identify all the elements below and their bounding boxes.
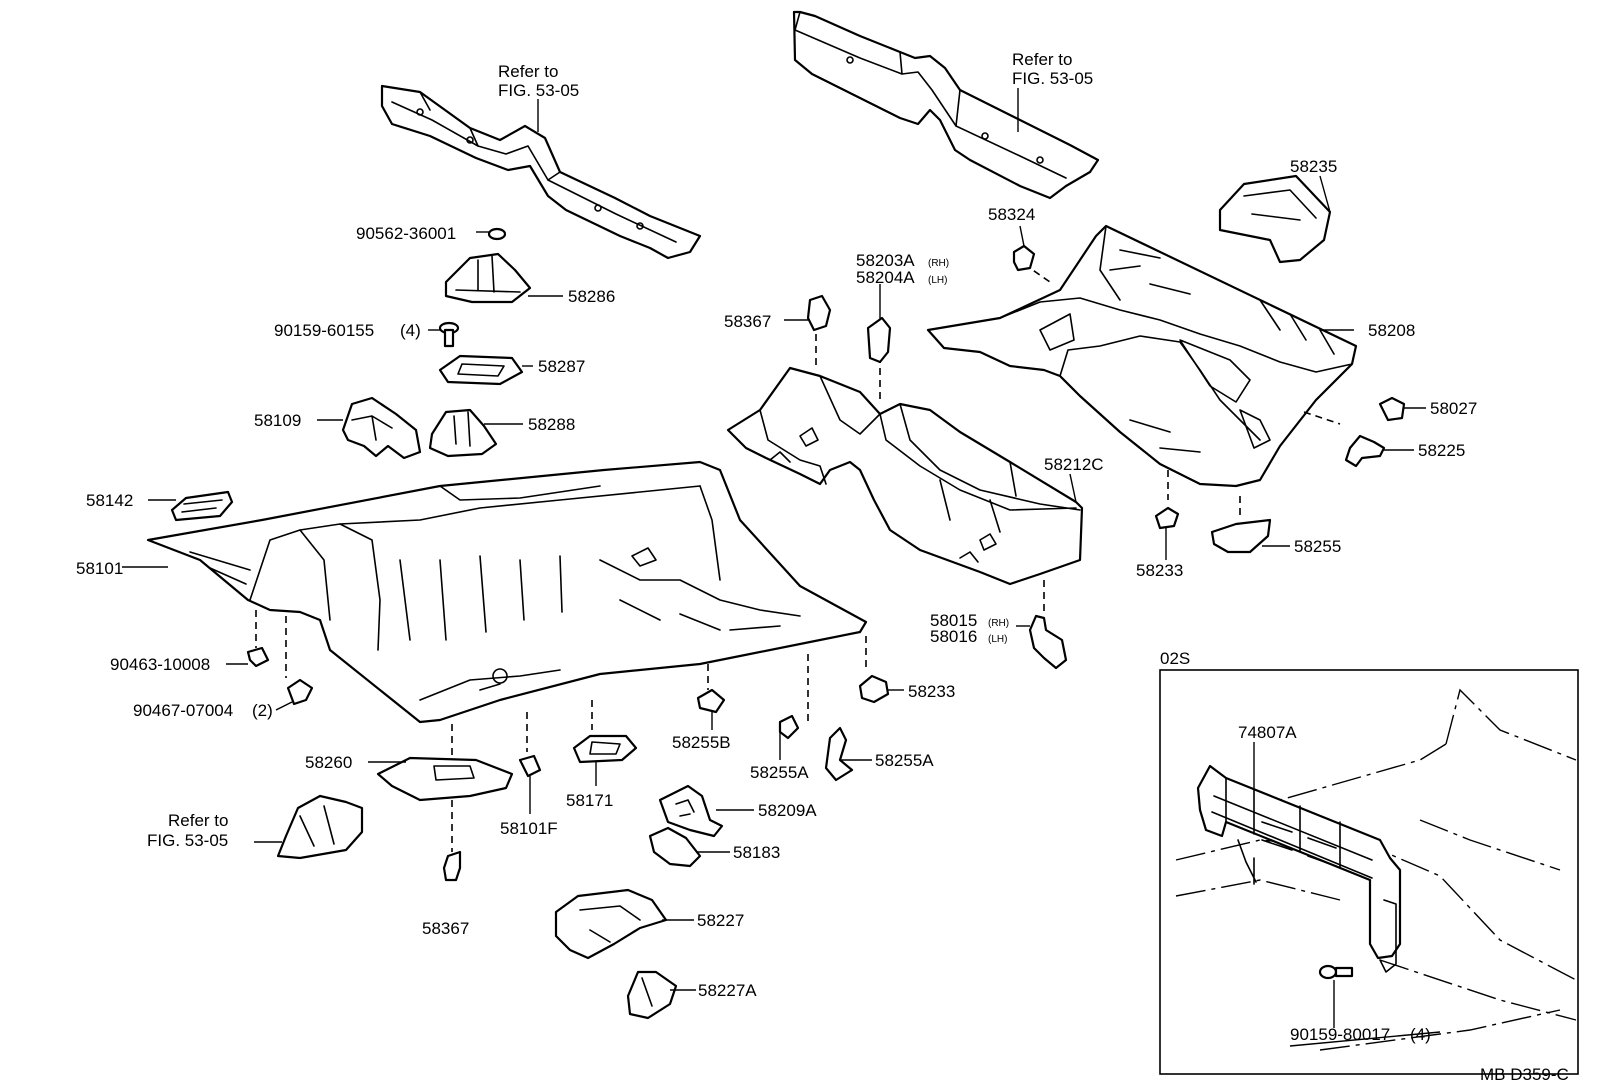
bracket-58142 <box>170 490 234 522</box>
part-label: 58255A <box>750 763 809 782</box>
clip-90467-07004 <box>286 678 314 706</box>
clip-58255A-left <box>778 714 800 740</box>
part-qty: (2) <box>252 701 273 720</box>
bracket-58255B <box>696 688 726 714</box>
part-label: 58286 <box>568 287 615 306</box>
clip-58233-rear <box>1154 506 1180 530</box>
part-label: 58109 <box>254 411 301 430</box>
part-label: 90159-80017 <box>1290 1025 1390 1044</box>
pad-58027 <box>1378 396 1406 422</box>
part-label: 58027 <box>1430 399 1477 418</box>
rear-floor-pan-58208 <box>926 224 1358 488</box>
part-label: 58233 <box>908 682 955 701</box>
part-qty: (RH) <box>928 258 949 269</box>
bracket-58109 <box>341 396 422 460</box>
bracket-58225 <box>1344 434 1386 468</box>
part-label: 58183 <box>733 843 780 862</box>
reference-label-top-left: Refer to FIG. 53-05 <box>498 62 579 100</box>
part-label: 58209A <box>758 801 817 820</box>
part-label: 58171 <box>566 791 613 810</box>
inset-label: 02S <box>1160 649 1190 668</box>
part-label: 90463-10008 <box>110 655 210 674</box>
shift-boot-58286 <box>444 252 532 304</box>
front-floor-pan-58101 <box>146 460 868 724</box>
crossmember-rear <box>792 10 1100 200</box>
part-qty: (LH) <box>988 634 1007 645</box>
bracket-58203A <box>866 316 892 364</box>
svg-text:Refer to: Refer to <box>498 62 558 81</box>
part-label: 58203A <box>856 251 915 270</box>
clip-90463-10008 <box>246 646 270 668</box>
crossmember-front <box>380 84 702 260</box>
inset-body-outline <box>1175 688 1577 1051</box>
shift-boot-58288 <box>428 408 498 458</box>
plate-58171 <box>572 734 638 764</box>
center-floor-pan-58212C <box>726 366 1084 586</box>
clip-58233-front <box>858 674 890 704</box>
inset-frame <box>1159 669 1579 1075</box>
part-qty: (LH) <box>928 275 947 286</box>
cover-58227A <box>626 970 678 1020</box>
reference-label-bottom-left: Refer to FIG. 53-05 <box>147 811 228 850</box>
part-label: 58142 <box>86 491 133 510</box>
cover-front <box>276 794 364 860</box>
part-qty: (4) <box>1410 1025 1431 1044</box>
part-label: 58367 <box>422 919 469 938</box>
bracket-58235 <box>1218 174 1332 264</box>
clip-58101F <box>518 754 542 778</box>
part-label: 58015 <box>930 611 977 630</box>
svg-text:FIG. 53-05: FIG. 53-05 <box>147 831 228 850</box>
part-label: 58233 <box>1136 561 1183 580</box>
plate-58287 <box>438 354 524 386</box>
svg-text:FIG. 53-05: FIG. 53-05 <box>498 81 579 100</box>
part-label: 90159-60155 <box>274 321 374 340</box>
part-label: 58225 <box>1418 441 1465 460</box>
diagram-code: MB D359-C <box>1480 1065 1569 1084</box>
svg-text:Refer to: Refer to <box>168 811 228 830</box>
part-label: 58255B <box>672 733 731 752</box>
part-label: 58212C <box>1044 455 1104 474</box>
part-label: 58255 <box>1294 537 1341 556</box>
part-label: 58208 <box>1368 321 1415 340</box>
part-label: 58101 <box>76 559 123 578</box>
tailgate-protector-74807A <box>1196 764 1402 973</box>
part-label: 58101F <box>500 819 558 838</box>
part-label: 58235 <box>1290 157 1337 176</box>
part-label: 58367 <box>724 312 771 331</box>
reference-label-top-right: Refer to FIG. 53-05 <box>1012 50 1093 88</box>
bracket-58260 <box>376 756 514 802</box>
bracket-58255A-right <box>824 726 854 782</box>
part-label: 58255A <box>875 751 934 770</box>
part-label: 74807A <box>1238 723 1297 742</box>
clip-58324 <box>1012 244 1036 272</box>
bolt-90159-80017 <box>1318 964 1354 980</box>
svg-text:FIG. 53-05: FIG. 53-05 <box>1012 69 1093 88</box>
part-label: 58324 <box>988 205 1035 224</box>
bolt-90159-60155 <box>438 321 460 348</box>
clip-58367-center <box>806 294 832 332</box>
bracket-58209A <box>658 784 724 838</box>
part-label: 58016 <box>930 627 977 646</box>
part-label: 58260 <box>305 753 352 772</box>
part-label: 58227A <box>698 981 757 1000</box>
svg-text:Refer to: Refer to <box>1012 50 1072 69</box>
part-label: 90467-07004 <box>133 701 233 720</box>
part-label: 58204A <box>856 268 915 287</box>
pad-58183 <box>648 826 702 868</box>
part-label: 58287 <box>538 357 585 376</box>
part-label: 58288 <box>528 415 575 434</box>
part-label: 90562-36001 <box>356 224 456 243</box>
cover-58227 <box>554 888 668 960</box>
part-qty: (RH) <box>988 618 1009 629</box>
part-label: 58227 <box>697 911 744 930</box>
clip-58367-front <box>442 850 462 882</box>
bracket-58255 <box>1210 518 1272 554</box>
bracket-58015 <box>1028 614 1068 670</box>
part-qty: (4) <box>400 321 421 340</box>
